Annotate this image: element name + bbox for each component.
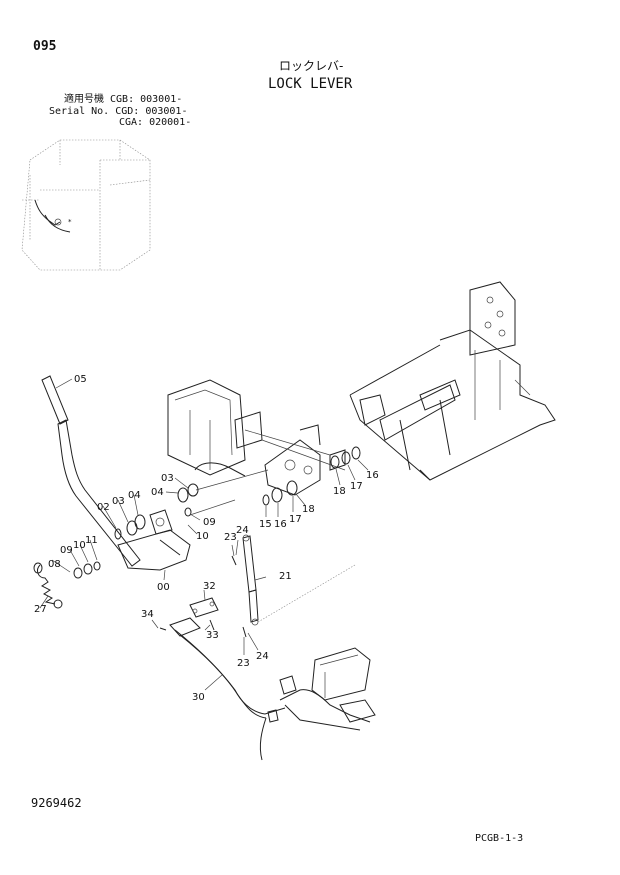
part-number: 9269462 xyxy=(31,796,82,810)
callout-05: 05 xyxy=(74,374,87,385)
callout-16-lower: 16 xyxy=(274,519,287,530)
callout-23-lower: 23 xyxy=(237,658,250,669)
callout-03-lower: 03 xyxy=(112,496,125,507)
callout-16-upper: 16 xyxy=(366,470,379,481)
callout-00: 00 xyxy=(157,582,170,593)
callout-15: 15 xyxy=(259,519,272,530)
leader-lines xyxy=(39,378,369,691)
callout-32: 32 xyxy=(203,581,216,592)
spring xyxy=(33,562,63,609)
title-japanese: ロックレバ- xyxy=(279,59,344,73)
machine-overview-thumbnail: * xyxy=(21,139,151,271)
callout-10-right: 10 xyxy=(196,531,209,542)
callout-02: 02 xyxy=(97,502,110,513)
callout-10-left: 10 xyxy=(73,540,86,551)
callout-17-lower: 17 xyxy=(289,514,302,525)
callout-23-upper: 23 xyxy=(224,532,237,543)
callout-09-right: 09 xyxy=(203,517,216,528)
callout-24-upper: 24 xyxy=(236,525,249,536)
callout-30: 30 xyxy=(192,692,205,703)
callout-labels: 05 03 04 02 03 04 09 10 09 10 11 08 27 0… xyxy=(34,374,379,703)
serial-line-1: 適用号機 CGB: 003001- xyxy=(64,94,183,105)
lock-lever xyxy=(41,375,191,571)
callout-11: 11 xyxy=(85,535,98,546)
callout-18-lower: 18 xyxy=(302,504,315,515)
page-code: PCGB-1-3 xyxy=(475,833,524,844)
frame-assembly xyxy=(167,281,556,496)
wire-harness xyxy=(174,629,376,761)
callout-04-lower: 04 xyxy=(128,490,141,501)
page-number: 095 xyxy=(33,39,57,54)
washers xyxy=(73,446,361,579)
callout-17-upper: 17 xyxy=(350,481,363,492)
callout-18-upper: 18 xyxy=(333,486,346,497)
serial-line-3: CGA: 020001- xyxy=(119,117,192,128)
callout-34: 34 xyxy=(141,609,154,620)
svg-text:*: * xyxy=(68,218,72,226)
callout-21: 21 xyxy=(279,571,292,582)
callout-04-upper: 04 xyxy=(151,487,164,498)
callout-24-lower: 24 xyxy=(256,651,269,662)
gas-spring xyxy=(231,534,356,638)
callout-09-left: 09 xyxy=(60,545,73,556)
callout-03-upper: 03 xyxy=(161,473,174,484)
serial-line-2: Serial No. CGD: 003001- xyxy=(49,106,188,117)
limit-switch-bracket xyxy=(159,597,219,637)
callout-08: 08 xyxy=(48,559,61,570)
callout-27: 27 xyxy=(34,604,47,615)
callout-33: 33 xyxy=(206,630,219,641)
title-english: LOCK LEVER xyxy=(268,76,353,92)
